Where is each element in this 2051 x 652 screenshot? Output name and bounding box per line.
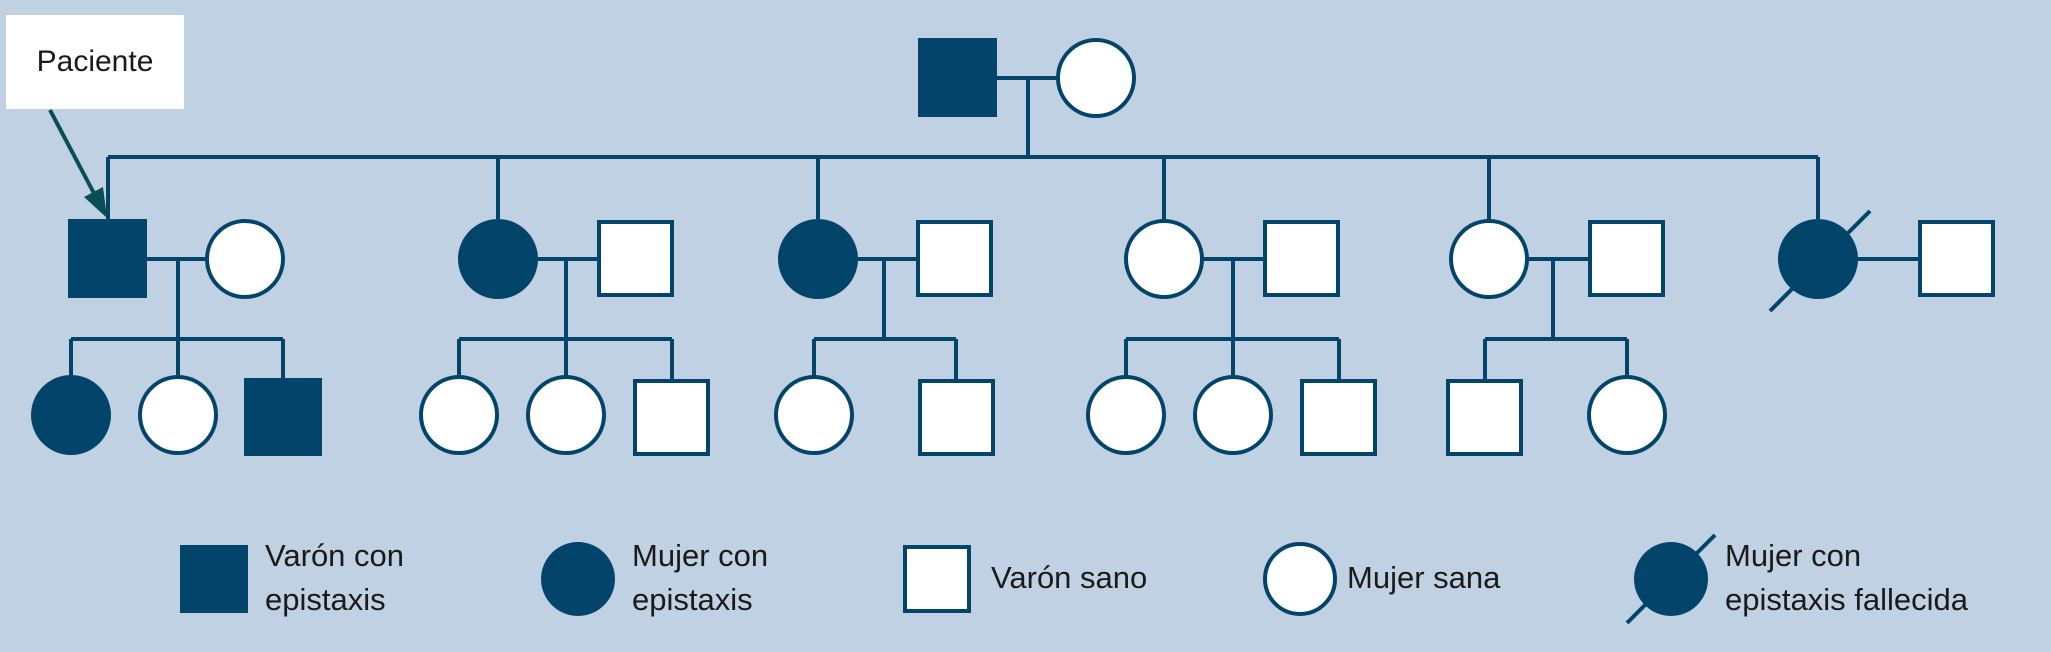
healthy-female (419, 375, 499, 455)
affected-female (458, 219, 538, 299)
healthy-female (1086, 375, 1166, 455)
healthy-female (774, 375, 854, 455)
legend-affected-female-label: Mujer con epistaxis (632, 538, 769, 617)
healthy-male (1588, 220, 1665, 297)
healthy-male (918, 379, 995, 456)
healthy-female (1124, 219, 1204, 299)
healthy-male (633, 379, 710, 456)
pedigree-lines (69, 76, 1920, 381)
patient-callout: Paciente (6, 15, 184, 109)
healthy-female (526, 375, 606, 455)
deceased-affected-female (1768, 209, 1872, 313)
legend-deceased-affected-female-label: Mujer con epistaxis fallecida (1725, 538, 1968, 617)
healthy-male (1263, 220, 1340, 297)
affected-male (244, 378, 322, 456)
healthy-male (916, 220, 993, 297)
legend-healthy-female-symbol (1263, 542, 1337, 616)
healthy-female (138, 375, 218, 455)
healthy-female (205, 219, 285, 299)
legend-affected-female-symbol (541, 542, 615, 616)
gen1-affected-male (918, 38, 997, 117)
legend-healthy-female-label: Mujer sana (1347, 560, 1501, 595)
healthy-male (1918, 220, 1995, 297)
legend-healthy-male-symbol (903, 545, 971, 613)
patient-affected-male (68, 219, 147, 298)
patient-arrow (48, 109, 107, 218)
patient-label: Paciente (36, 45, 154, 78)
healthy-female (1587, 375, 1667, 455)
healthy-male (597, 220, 674, 297)
healthy-male (1300, 379, 1377, 456)
legend-affected-male-symbol (180, 545, 248, 613)
healthy-female (1449, 219, 1529, 299)
gen1-healthy-female (1056, 38, 1136, 118)
affected-female (778, 219, 858, 299)
affected-female (31, 375, 111, 455)
healthy-male (1446, 379, 1523, 456)
legend-affected-male-label: Varón con epistaxis (265, 538, 405, 617)
legend-healthy-male-label: Varón sano (991, 560, 1148, 595)
healthy-female (1193, 375, 1273, 455)
legend-deceased-affected-female-symbol (1625, 533, 1717, 625)
